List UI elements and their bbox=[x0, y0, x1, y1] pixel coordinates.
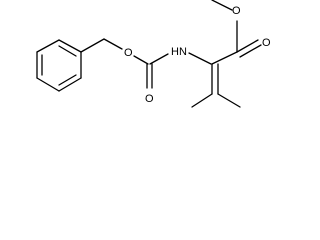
ch2-o-bond bbox=[103, 38, 123, 50]
alpha-ester-bond bbox=[211, 51, 238, 65]
molecule-diagram: O O HN O O bbox=[36, 0, 271, 108]
ring-bond bbox=[58, 77, 82, 92]
benzene-ring bbox=[36, 39, 82, 92]
ring-bond bbox=[58, 39, 82, 53]
benzyl-bond bbox=[80, 38, 105, 53]
nh-alpha-bond bbox=[188, 52, 212, 65]
carbonyl-nh-bond bbox=[149, 53, 169, 65]
ester-carbonyl-oxygen-label: O bbox=[262, 37, 271, 49]
carbamate-ether-oxygen-label: O bbox=[124, 47, 133, 59]
o-methyl-bond bbox=[211, 0, 233, 11]
o-carbonyl-bond bbox=[133, 55, 149, 65]
ester-carbonyl-bond bbox=[236, 39, 259, 53]
carbamate-carbonyl-oxygen-label: O bbox=[145, 93, 154, 105]
amine-nitrogen-label: HN bbox=[171, 46, 187, 58]
ester-ether-oxygen-label: O bbox=[232, 5, 241, 17]
ring-double-bond bbox=[58, 74, 77, 86]
ring-bond bbox=[36, 39, 60, 53]
ring-double-bond bbox=[58, 45, 77, 57]
methyl-bond bbox=[217, 93, 241, 108]
methyl-bond bbox=[191, 93, 213, 108]
ring-bond bbox=[36, 77, 60, 92]
ester-carbonyl-bond bbox=[239, 44, 262, 58]
